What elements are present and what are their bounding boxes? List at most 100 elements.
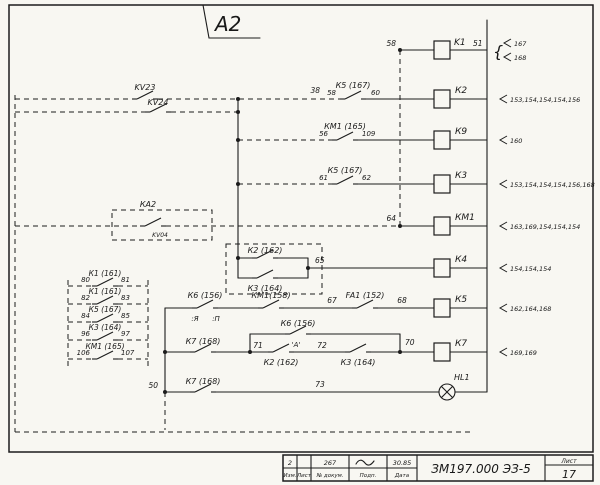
- sheet-label: Лист: [560, 458, 577, 465]
- lamp-hl1-label: HL1: [454, 373, 470, 382]
- wire-67: 67: [327, 296, 337, 305]
- wire-64: 64: [386, 214, 396, 223]
- row-k4: К2 (162) К3 (164) 65 К4 154,154,154: [225, 243, 551, 295]
- row-k3: К5 (167) 61 62 К3 153,154,154,154,156,16…: [236, 166, 595, 194]
- ref-k4: 154,154,154: [510, 265, 551, 273]
- row-hl1: 50 К7 (168) 73 HL1: [148, 373, 488, 401]
- contact-fa1-152: FA1 (152): [346, 291, 385, 300]
- row-km1: КА2 KV04 64 КМ1 163,169,154,154,154: [15, 200, 580, 241]
- hdr-izm: Изм.: [284, 473, 297, 479]
- contact-k7-168-r8: К7 (168): [186, 337, 221, 346]
- kv-feed-lines: KV23 KV24: [15, 83, 340, 259]
- aux-term-96: 96: [81, 330, 90, 338]
- contact-k3-164-r6: К3 (164): [248, 284, 283, 293]
- module-label: A2: [213, 12, 241, 36]
- contact-k2-162-r8: К2 (162): [264, 358, 299, 367]
- title-block: 2 267 30.85 Изм. Лист № докум. Подп. Дат…: [282, 454, 594, 482]
- term-62: 62: [362, 174, 371, 182]
- cabinet-boundary: [14, 95, 470, 433]
- row-k9: КМ1 (165) 56 109 К9 160: [236, 122, 522, 150]
- ref-km1: 163,169,154,154,154: [510, 223, 580, 231]
- term-61: 61: [319, 174, 328, 182]
- wire-50: 50: [148, 381, 158, 390]
- aux-contact-1: К1 (161): [89, 269, 122, 278]
- hdr-data: Дата: [394, 473, 410, 479]
- coil-k1: [433, 40, 451, 60]
- ref-k3: 153,154,154,154,156,168: [510, 181, 595, 189]
- ka2-boundary: [111, 209, 213, 241]
- hdr-ndoc: № докум.: [315, 473, 343, 479]
- aux-term-83: 83: [121, 294, 130, 302]
- contact-k2-162-r6: К2 (162): [248, 246, 283, 255]
- coil-k4-label: К4: [455, 255, 467, 265]
- ref-k2: 153,154,154,154,156: [510, 96, 580, 104]
- coil-km1-label: КМ1: [455, 213, 475, 223]
- ref-k7: 169,169: [510, 349, 537, 357]
- coil-k2-label: К2: [455, 86, 467, 96]
- coil-km1: [433, 216, 451, 236]
- coil-k3-label: К3: [455, 171, 467, 181]
- ref-k9: 160: [510, 137, 522, 145]
- branch-pos-a: 'А': [292, 341, 301, 349]
- aux-term-84: 84: [81, 312, 90, 320]
- aux-contact-3: К5 (167): [89, 305, 122, 314]
- sheet-frame: [8, 4, 594, 453]
- term-58: 58: [327, 89, 336, 97]
- signature-scribble: [355, 459, 375, 466]
- contact-k3-164-r8: К3 (164): [341, 358, 376, 367]
- wire-68: 68: [397, 296, 407, 305]
- term-56: 56: [319, 130, 328, 138]
- ka2-contact-label: KV04: [152, 232, 168, 239]
- coil-k7: [433, 342, 451, 362]
- row-k7: К7 (168) 71 К2 (162) 72 К3 (164) К6 (156…: [163, 319, 537, 367]
- wire-51: 51: [473, 39, 483, 48]
- term-60: 60: [371, 89, 380, 97]
- kv23-label: KV23: [135, 83, 156, 92]
- aux-term-97: 97: [121, 330, 130, 338]
- pos-ya: :Я: [191, 315, 198, 323]
- kv24-label: KV24: [148, 98, 169, 107]
- ref-brace: {: [493, 42, 503, 61]
- doc-number: ЗМ197.000 ЭЗ-5: [431, 462, 531, 476]
- ref-k5: 162,164,168: [510, 305, 551, 313]
- aux-term-107: 107: [121, 349, 135, 357]
- ref-k1-a: 167: [514, 40, 527, 48]
- wire-73: 73: [315, 380, 325, 389]
- coil-k9-label: К9: [455, 127, 467, 137]
- aux-term-80: 80: [81, 276, 90, 284]
- wire-65: 65: [315, 256, 325, 265]
- coil-k9: [433, 130, 451, 150]
- row-k1: 58 K1 51 { 167 168: [386, 38, 527, 226]
- wire-70: 70: [405, 338, 415, 347]
- rev-number: 2: [288, 459, 292, 467]
- wire-58: 58: [386, 39, 396, 48]
- aux-term-82: 82: [81, 294, 90, 302]
- coil-k5-label: К5: [455, 295, 467, 305]
- contact-km1-158: КМ1(158): [251, 291, 290, 300]
- coil-k7-label: К7: [455, 339, 467, 349]
- coil-k5: [433, 298, 451, 318]
- aux-contact-5: КМ1 (165): [85, 342, 124, 351]
- contact-k5-167-r4: К5 (167): [328, 166, 363, 175]
- aux-term-81: 81: [121, 276, 130, 284]
- docum-number: 267: [324, 459, 337, 467]
- row-k5: К6 (156) :Я :П КМ1(158) 67 FA1 (152) 68 …: [164, 291, 551, 393]
- wire-38: 38: [310, 86, 320, 95]
- aux-contact-stack: 80 К1 (161) 81 82 К1 (161) 83 84 К5 (167…: [67, 269, 149, 366]
- date-value: 30.85: [393, 459, 412, 467]
- contact-k6-156-branch: К6 (156): [281, 319, 316, 328]
- coil-k2: [433, 89, 451, 109]
- sheet-number: 17: [562, 468, 576, 481]
- contact-km1-165: КМ1 (165): [324, 122, 366, 131]
- coil-k3: [433, 174, 451, 194]
- contact-k7-168-r9: К7 (168): [186, 377, 221, 386]
- wire-72: 72: [317, 341, 327, 350]
- coil-k4: [433, 258, 451, 278]
- aux-contact-2: К1 (161): [89, 287, 122, 296]
- wire-71: 71: [253, 341, 263, 350]
- parallel-box-boundary: [225, 243, 323, 295]
- hdr-list: Лист: [296, 473, 312, 479]
- contact-k6-156-r7: К6 (156): [188, 291, 223, 300]
